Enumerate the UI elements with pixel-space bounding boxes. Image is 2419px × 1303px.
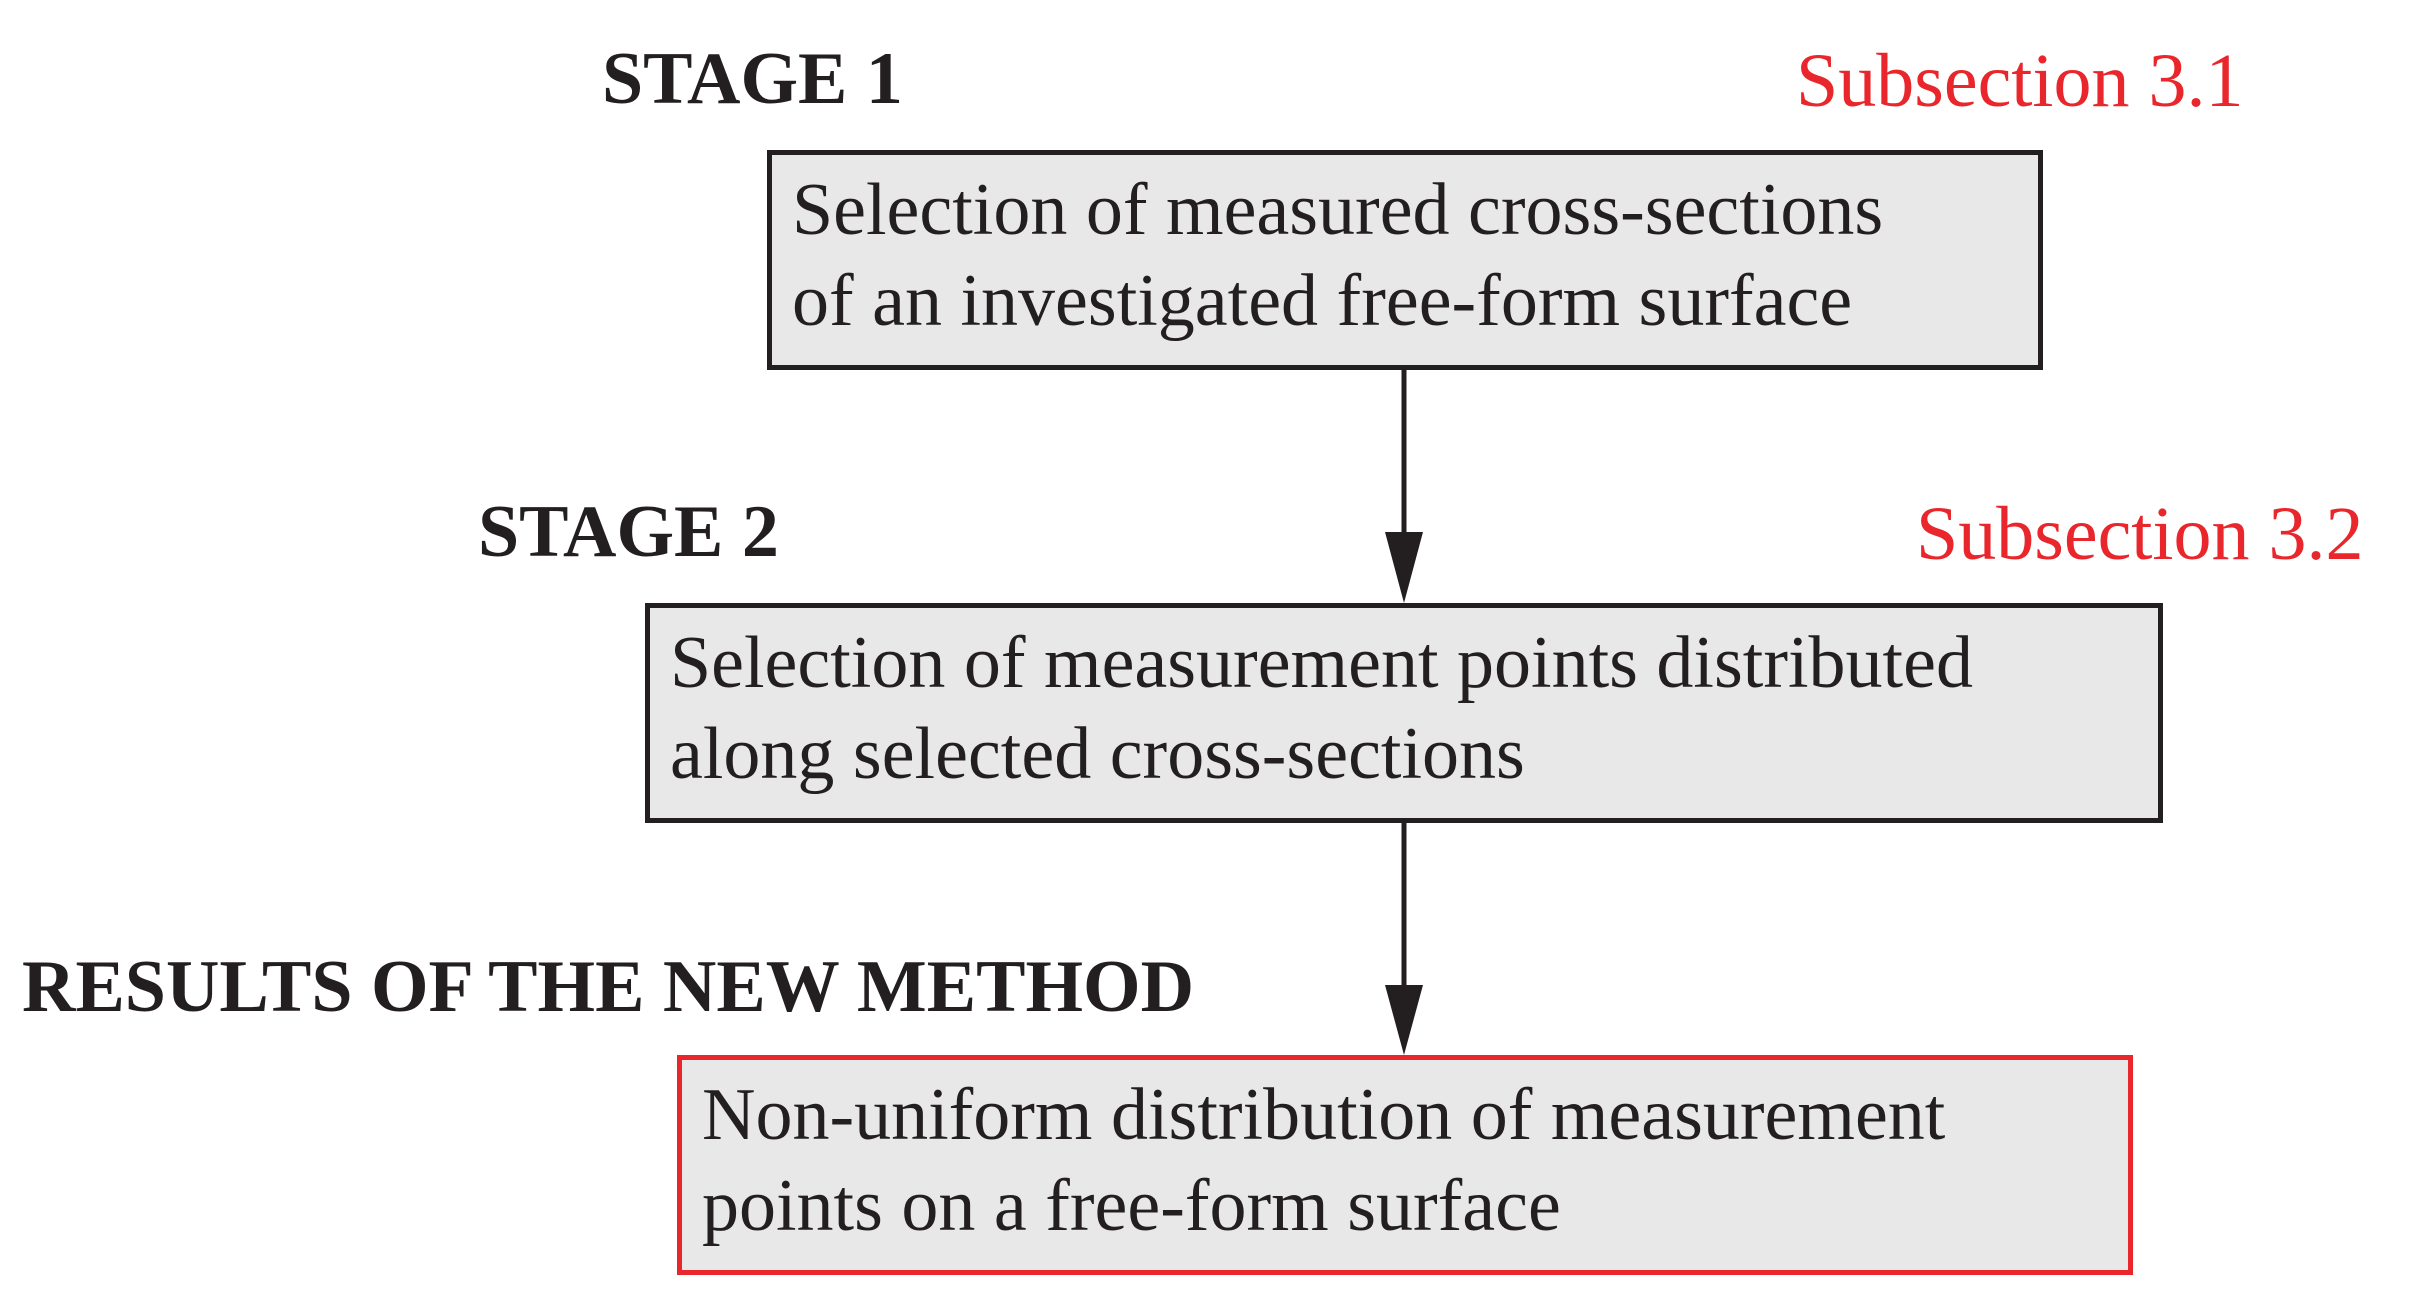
stage1-box-line-2: of an investigated free-form surface: [792, 260, 1853, 342]
stage1-box: Selection of measured cross-sections of …: [767, 150, 2043, 370]
stage2-box-line-1: Selection of measurement points distribu…: [670, 622, 1973, 704]
results-box: Non-uniform distribution of measurement …: [677, 1055, 2133, 1275]
arrow-stage1-to-stage2: [1385, 370, 1423, 603]
stage2-box-line-2: along selected cross-sections: [670, 713, 1525, 795]
results-box-line-2: points on a free-form surface: [702, 1165, 1561, 1247]
stage1-box-line-1: Selection of measured cross-sections: [792, 169, 1884, 251]
stage2-title: STAGE 2: [478, 491, 779, 573]
results-title: RESULTS OF THE NEW METHOD: [22, 946, 1195, 1028]
stage1-subsection-ref: Subsection 3.1: [1796, 39, 2244, 123]
results-box-line-1: Non-uniform distribution of measurement: [702, 1074, 1946, 1156]
stage2-box: Selection of measurement points distribu…: [645, 603, 2163, 823]
stage2-subsection-ref: Subsection 3.2: [1916, 492, 2364, 576]
stage1-title: STAGE 1: [602, 38, 903, 120]
arrow-stage2-to-results: [1385, 823, 1423, 1055]
